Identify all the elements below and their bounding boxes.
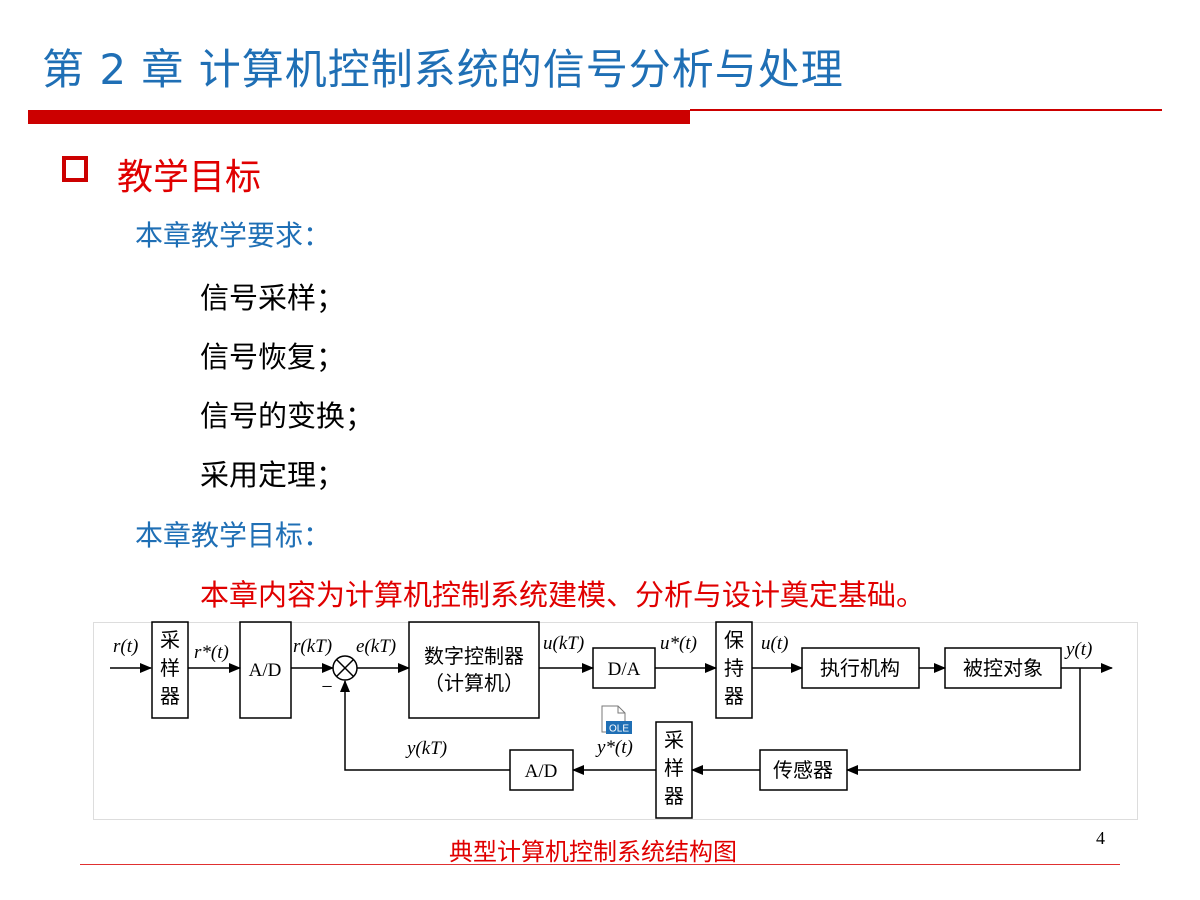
sampler-label: 样 (160, 657, 180, 680)
holder-label: 器 (724, 686, 744, 708)
sampler-block (151, 621, 189, 719)
ad-label: A/D (249, 660, 282, 681)
requirement-item: 采用定理； (200, 458, 346, 492)
requirement-item: 信号恢复； (200, 340, 346, 374)
feedback-ad-block (509, 749, 574, 791)
sampler-label: 器 (160, 686, 180, 708)
signal-label: r(kT) (293, 636, 332, 657)
da-label: D/A (608, 659, 641, 680)
requirement-item: 信号采样； (200, 281, 346, 315)
digital-controller-block (408, 621, 540, 719)
footer-rule (80, 864, 1120, 865)
actuator-label: 执行机构 (820, 657, 900, 680)
actuator-block (801, 647, 920, 689)
page-number: 4 (1096, 828, 1105, 848)
ole-object-icon: OLE (601, 705, 632, 735)
controller-sublabel: （计算机） (424, 672, 524, 695)
requirements-label: 本章教学要求： (135, 219, 332, 252)
ole-badge (606, 721, 632, 734)
requirement-item: 信号的变换； (200, 399, 375, 433)
plant-block (944, 647, 1062, 689)
signal-label: u(t) (761, 633, 788, 654)
feedback-sampler-label: 器 (664, 786, 684, 808)
signal-label: y(kT) (405, 738, 447, 759)
title-underline-thick (28, 110, 690, 124)
signal-label: u*(t) (660, 633, 697, 654)
feedback-sampler-block (655, 721, 693, 819)
feedback-ad-label: A/D (525, 761, 558, 782)
diagram-frame (93, 622, 1138, 820)
signal-label: u(kT) (543, 633, 584, 654)
diagram-caption-text: 典型计算机控制系统结构图 (449, 838, 737, 866)
square-bullet-icon (62, 156, 88, 182)
slide-title: 第 2 章 计算机控制系统的信号分析与处理 (42, 45, 844, 94)
signal-label: y(t) (1064, 639, 1092, 660)
section-heading: 教学目标 (117, 157, 262, 198)
goals-label: 本章教学目标： (135, 519, 332, 552)
holder-label: 持 (724, 657, 744, 680)
holder-label: 保 (724, 629, 744, 652)
ad-converter-block (239, 621, 292, 719)
feedback-sampler-label: 采 (664, 729, 684, 752)
da-converter-block (592, 647, 656, 689)
feedback-sampler-label: 样 (664, 757, 684, 780)
signal-label: r(t) (113, 636, 138, 657)
summing-junction (332, 655, 358, 681)
title-underline-thin (690, 109, 1162, 111)
sensor-block (759, 749, 848, 791)
sampler-label: 采 (160, 629, 180, 652)
signal-label: e(kT) (356, 636, 396, 657)
holder-block (715, 621, 753, 719)
signal-label: r*(t) (194, 642, 229, 663)
sensor-label: 传感器 (773, 759, 833, 782)
controller-label: 数字控制器 (424, 645, 524, 668)
minus-sign: − (321, 676, 332, 698)
ole-badge-label: OLE (609, 724, 629, 735)
goal-text: 本章内容为计算机控制系统建模、分析与设计奠定基础。 (200, 578, 926, 612)
signal-label: y*(t) (595, 737, 633, 758)
diagram-caption: 典型计算机控制系统结构图 (0, 832, 1200, 867)
plant-label: 被控对象 (963, 657, 1043, 680)
